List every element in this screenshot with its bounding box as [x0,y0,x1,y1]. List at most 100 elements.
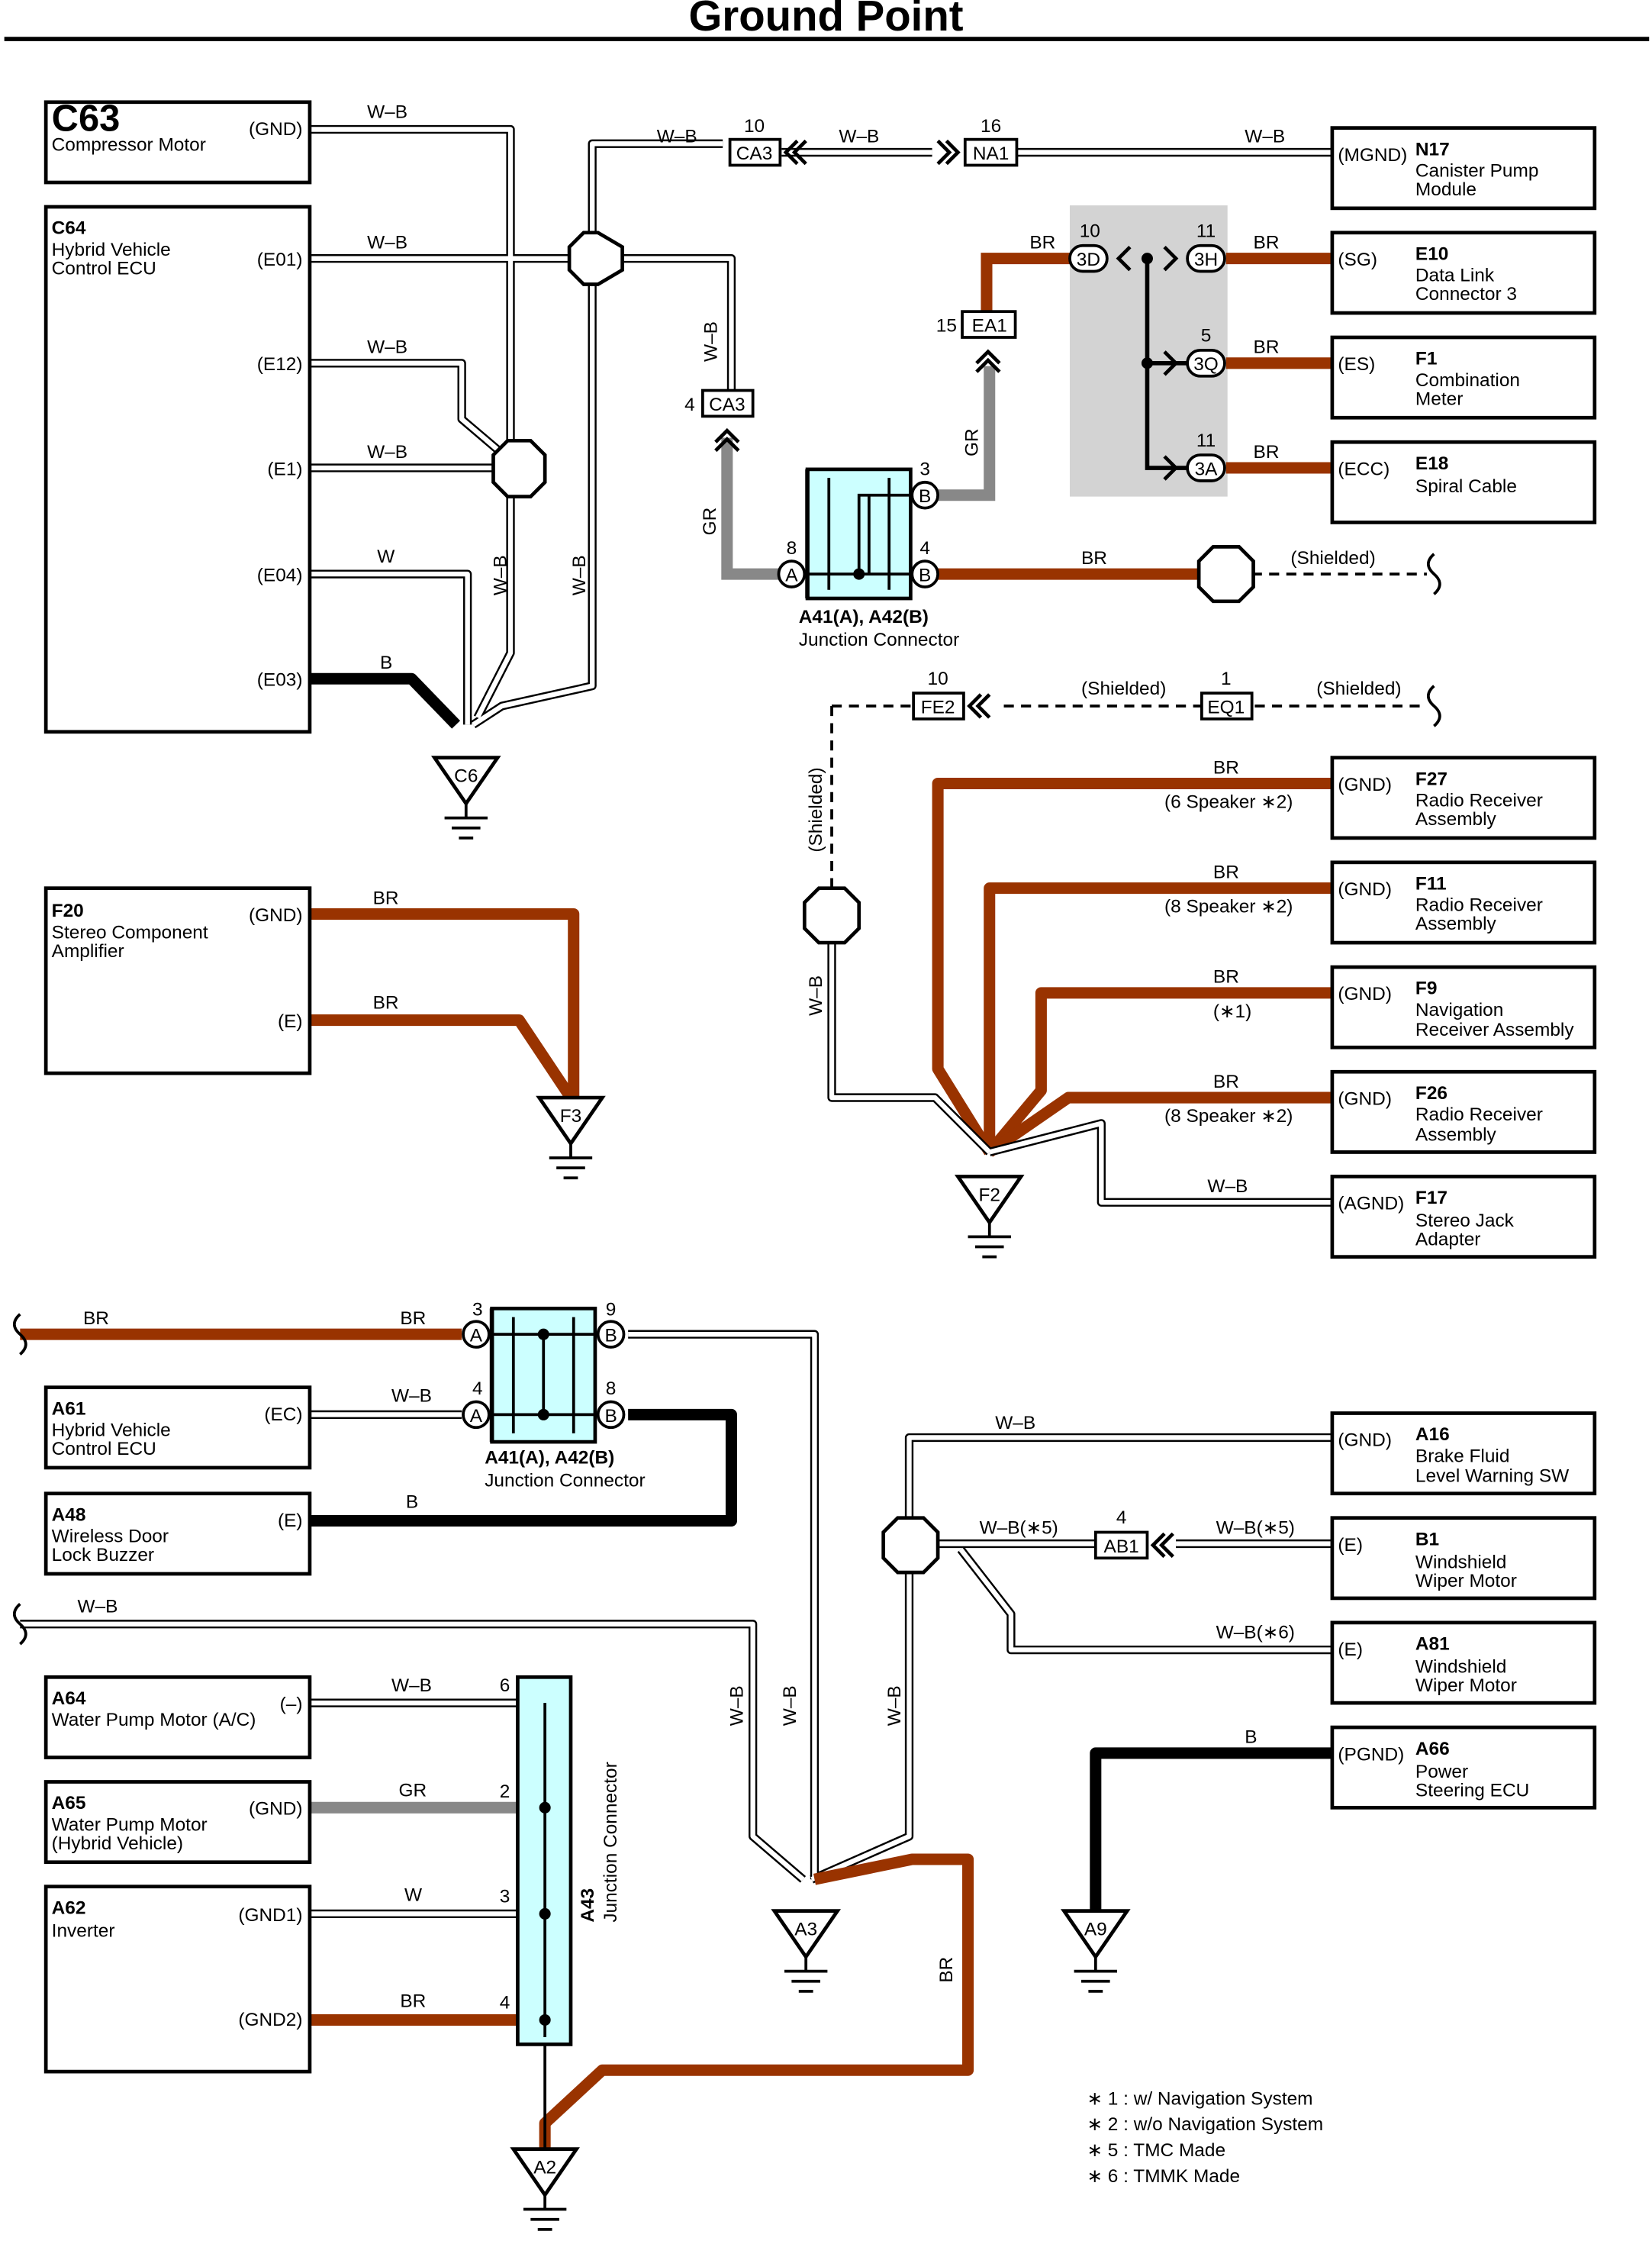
e10-pin: (SG) [1338,250,1377,270]
connector-ea1 [961,310,1017,339]
wire-label: W–B [657,126,697,147]
pin-number: 4 [500,1992,510,2013]
wire-label: BR [400,1991,426,2012]
a48-name-1: Wireless Door [52,1527,169,1547]
a64-code: A64 [52,1688,86,1709]
box-f26 [1330,1069,1597,1154]
pin-number: 8 [787,538,797,559]
wire-label: W–B [884,1685,905,1726]
wire-label: W–B [726,1685,747,1726]
f27-pin: (GND) [1338,775,1392,795]
f1-name-2: Meter [1415,389,1463,409]
wire-label: W–B [806,975,826,1016]
a16-pin: (GND) [1338,1430,1392,1451]
a81-name-2: Wiper Motor [1415,1675,1517,1696]
ground-label: F2 [978,1185,1000,1205]
chevron-left-icon [783,139,807,166]
junction-subtitle: Junction Connector [485,1470,645,1491]
ground-c6-icon: C6 [430,756,501,840]
chevron-left-icon [967,693,991,719]
f27-name-2: Assembly [1415,809,1497,830]
wire-label: B [380,653,392,673]
wire-label: W–B [1245,126,1285,147]
box-a65 [43,1780,312,1865]
pin-number: 15 [936,315,957,336]
c64-pin-e04: (E04) [257,565,303,585]
ground-a2-icon: A2 [510,2147,580,2231]
pill-3q [1186,349,1226,378]
ground-f3-icon: F3 [536,1095,606,1180]
junction-title: A41(A), A42(B) [485,1447,614,1468]
wires-a3-a2-a9 [20,1328,1332,2152]
wire-label: W–B [367,102,407,122]
a61-code: A61 [52,1398,86,1419]
a66-code: A66 [1415,1739,1450,1759]
wire-label: W [377,546,394,567]
wire-label: BR [373,888,399,908]
pill-3a-label: 3A [1195,459,1219,479]
component-labels-right: (MGND) N17 Canister Pump Module (SG) E10… [1338,139,1574,1801]
wire-break-marks [12,553,1441,1646]
box-a64 [43,1675,312,1759]
wire-label: W–B [391,1675,432,1696]
connector-na1-label: NA1 [973,143,1010,164]
pin-number: 3 [500,1886,510,1907]
wire-label: BR [1213,1072,1239,1092]
f27-code: F27 [1415,769,1448,789]
connector-ca3-top-label: CA3 [736,143,773,164]
f20-pin-e: (E) [278,1011,303,1032]
f20-pin-gnd: (GND) [249,905,303,926]
a66-pin: (PGND) [1338,1744,1404,1765]
pin-number: 10 [928,669,948,689]
pill-3h [1186,243,1226,273]
pill-3q-label: 3Q [1193,354,1219,375]
inline-connectors: CA3 10 NA1 16 CA3 4 EA1 15 FE2 10 EQ1 1 … [684,116,1254,1560]
footnotes: ∗ 1 : w/ Navigation System ∗ 2 : w/o Nav… [1087,2088,1324,2186]
wire-label: BR [1213,757,1239,778]
wire-label: BR [1254,442,1280,463]
pin-number: 5 [1201,326,1212,347]
f17-pin: (AGND) [1338,1194,1404,1214]
pin-number: 4 [919,538,930,559]
wire-label: BR [1213,862,1239,883]
c64-pin-e1: (E1) [267,459,302,479]
pill-3a [1186,453,1226,482]
connector-ca3-left-label: CA3 [709,395,745,415]
n17-pin: (MGND) [1338,145,1407,166]
box-f9 [1330,965,1597,1049]
chevron-up-icon [714,427,740,453]
f26-pin: (GND) [1338,1088,1392,1109]
box-a66 [1330,1725,1597,1810]
splice-dot [1141,357,1153,369]
c64-pin-e12: (E12) [257,354,303,375]
chevron-right-icon [1163,350,1179,376]
pin-b-label: B [919,486,931,507]
junction-connector-upper: A B B 3 8 4 A41(A), A42(B) Junction Conn… [777,459,959,650]
c64-name-2: Control ECU [52,258,156,279]
box-a61 [43,1385,312,1470]
box-e10 [1330,231,1597,315]
connector-eq1 [1200,692,1254,721]
footnote: ∗ 6 : TMMK Made [1087,2166,1241,2187]
f11-pin: (GND) [1338,879,1392,900]
pin-number: 3 [472,1300,483,1320]
pin-number: 10 [1080,221,1100,241]
page-title: Ground Point [688,0,963,40]
splice-octagon [802,886,861,945]
a61-name-1: Hybrid Vehicle [52,1420,171,1441]
wires-f2 [827,704,1427,1207]
wires-spiral [721,253,1427,580]
f26-name-1: Radio Receiver [1415,1104,1543,1125]
wire-label: (∗1) [1213,1001,1251,1022]
connector-fe2 [912,692,965,721]
pill-3d [1068,243,1109,273]
wire-label: W–B [367,337,407,358]
a65-code: A65 [52,1793,86,1814]
wire-label: GR [962,428,983,456]
f9-name-2: Receiver Assembly [1415,1020,1574,1040]
c64-code: C64 [52,218,86,239]
pin-number: 10 [744,116,765,137]
wire-label: W–B(∗5) [980,1517,1058,1538]
a61-name-2: Control ECU [52,1439,156,1459]
b1-name-2: Wiper Motor [1415,1571,1517,1591]
